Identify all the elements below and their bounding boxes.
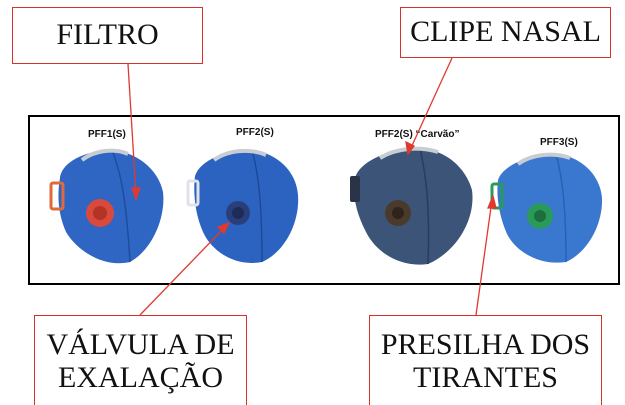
arrowhead-clipe-nasal xyxy=(405,140,415,156)
callout-valvula-line2: EXALAÇÃO xyxy=(58,360,223,394)
leader-valvula xyxy=(139,225,227,316)
illustration-layer xyxy=(49,57,603,316)
callout-filtro: FILTRO xyxy=(12,7,203,64)
mask-pff2-image xyxy=(186,148,299,263)
mask-label-pff2: PFF2(S) xyxy=(236,127,274,138)
mask-pff2-carvao-image xyxy=(350,146,473,265)
leader-filtro xyxy=(127,63,137,196)
mask-label-pff3: PFF3(S) xyxy=(540,137,578,148)
callout-valvula-exalacao: VÁLVULA DE EXALAÇÃO xyxy=(34,315,247,405)
leader-presilha xyxy=(475,199,493,316)
callout-presilha-tirantes: PRESILHA DOS TIRANTES xyxy=(369,315,602,405)
mask-label-pff1: PFF1(S) xyxy=(88,129,126,140)
callout-presilha-line2: TIRANTES xyxy=(413,360,558,394)
callout-clipe-nasal: CLIPE NASAL xyxy=(400,7,611,58)
arrowhead-presilha xyxy=(487,193,497,209)
callout-filtro-text: FILTRO xyxy=(56,18,159,52)
leader-clipe-nasal xyxy=(409,57,453,151)
arrowhead-filtro xyxy=(131,187,141,201)
callout-valvula-line1: VÁLVULA DE xyxy=(46,328,235,362)
arrowhead-valvula xyxy=(216,221,231,235)
mask-pff3-image xyxy=(490,152,603,263)
mask-pff1-image xyxy=(49,148,164,264)
leader-lines xyxy=(127,57,497,316)
callout-presilha-line1: PRESILHA DOS xyxy=(380,328,591,362)
callout-clipe-nasal-text: CLIPE NASAL xyxy=(410,15,601,49)
